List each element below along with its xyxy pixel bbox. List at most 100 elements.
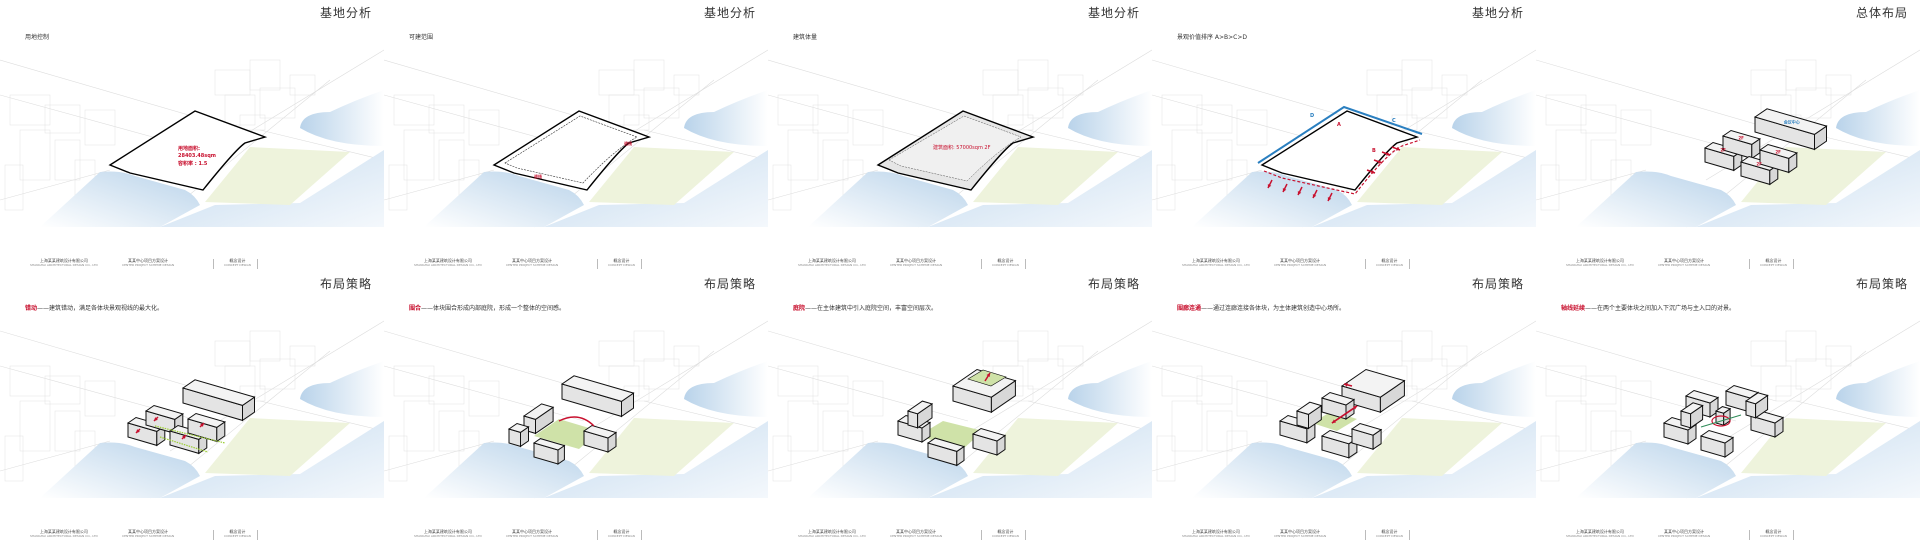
context-building <box>44 375 81 405</box>
building-mass <box>1340 368 1406 414</box>
footer-text: SHANGHAI ARCHITECTURAL DESIGN CO., LTD <box>798 534 866 538</box>
context-building <box>643 87 680 119</box>
footer-text: SHANGHAI ARCHITECTURAL DESIGN CO., LTD <box>1182 263 1250 267</box>
site-axonometric <box>1536 320 1920 499</box>
context-building <box>428 104 465 134</box>
site-axonometric <box>0 320 384 499</box>
context-building <box>772 435 792 482</box>
caption-text: ——在主体建筑中引入庭院空间，丰富空间层次。 <box>805 305 938 312</box>
context-building <box>852 380 884 417</box>
diagram-panel: 布局策略 围合——体块围合形成内部庭院，形成一个整体的空间感。 上海某某建筑设计… <box>384 271 768 542</box>
water-body <box>928 150 1152 227</box>
road-line <box>768 365 969 422</box>
context-building <box>1171 400 1203 452</box>
site-boundary <box>108 110 268 191</box>
context-building <box>1366 340 1403 367</box>
building-mass <box>1679 402 1704 429</box>
footer-divider <box>213 530 214 540</box>
footer-divider <box>1409 259 1410 269</box>
main-building-mass <box>1753 108 1828 151</box>
water-body <box>1192 171 1352 227</box>
site-axonometric: 建筑面积: 57000sqm 2F <box>768 49 1152 228</box>
footer-text: 概念设计 <box>613 258 630 263</box>
context-building <box>259 87 296 119</box>
caption-text: 用地控制 <box>25 34 50 41</box>
footer-text: CENTER PROJECT SCHEME DESIGN <box>1658 263 1711 267</box>
building-roof <box>1340 368 1406 398</box>
panel-caption: 围廊连通——通过连廊连接各体块，为主体建筑创造中心场所。 <box>1177 303 1345 312</box>
diagram-panel: 布局策略 轴线延续——在两个主要体块之间加入下沉广场与主入口的对景。 上海某某建… <box>1536 271 1920 542</box>
footer-text: 上海某某建筑设计有限公司 <box>807 529 856 534</box>
building-mass <box>560 375 635 418</box>
panel-caption: 围合——体块围合形成内部庭院，形成一个整体的空间感。 <box>409 303 565 312</box>
panel-title: 基地分析 <box>703 6 756 20</box>
building-roof <box>186 412 226 428</box>
context-building <box>1545 94 1587 126</box>
context-building <box>777 94 819 126</box>
building-mass <box>144 404 184 435</box>
road-line <box>1027 400 1152 432</box>
axis-ring-icon <box>1711 415 1731 427</box>
road-line <box>384 365 585 422</box>
footer-text: 上海某某建筑设计有限公司 <box>39 258 88 263</box>
building-roof <box>1714 406 1732 414</box>
footer-divider <box>1793 259 1794 269</box>
footer-divider <box>257 259 258 269</box>
road-line <box>259 129 384 161</box>
footer-divider <box>641 530 642 540</box>
footer-text: SHANGHAI ARCHITECTURAL DESIGN CO., LTD <box>30 534 98 538</box>
footer-text: 上海某某建筑设计有限公司 <box>423 529 472 534</box>
arrowhead-icon <box>200 423 204 427</box>
context-building <box>249 330 281 362</box>
building-mass <box>1744 392 1769 419</box>
footer-text: CONCEPT DESIGN <box>224 263 251 267</box>
context-building <box>19 400 51 452</box>
setback-line <box>504 115 638 184</box>
footer-text: SHANGHAI ARCHITECTURAL DESIGN CO., LTD <box>798 263 866 267</box>
context-building <box>673 345 700 367</box>
building-roof <box>560 375 635 402</box>
lake <box>300 361 384 417</box>
footer-text: SHANGHAI ARCHITECTURAL DESIGN CO., LTD <box>414 263 482 267</box>
building-tag: 2F <box>1756 161 1762 166</box>
lake <box>300 90 384 146</box>
footer-text: 上海某某建筑设计有限公司 <box>1191 258 1240 263</box>
footer-text: CENTER PROJECT SCHEME DESIGN <box>122 534 175 538</box>
arrowhead-icon <box>136 429 140 433</box>
park-area <box>973 418 1118 476</box>
enclosure-arrow-icon <box>558 416 595 427</box>
caption-keyword: 轴线延续 <box>1561 305 1586 312</box>
panel-caption: 庭院——在主体建筑中引入庭院空间，丰富空间层次。 <box>793 303 937 312</box>
context-building <box>1411 358 1448 390</box>
footer-text: 某某中心项目方案设计 <box>1280 529 1321 534</box>
building-roof <box>1679 402 1704 415</box>
context-building <box>633 330 665 362</box>
road-line <box>1027 129 1152 161</box>
site-boundary <box>492 110 652 191</box>
footer-text: CENTER PROJECT SCHEME DESIGN <box>890 263 943 267</box>
building-mass <box>1749 409 1785 438</box>
water-body <box>808 171 968 227</box>
context-building <box>1057 74 1084 96</box>
context-building <box>388 164 408 211</box>
building-roof <box>522 403 555 420</box>
panel-caption: 可建范围 <box>409 32 433 41</box>
footer-divider <box>1749 259 1750 269</box>
footer-text: CONCEPT DESIGN <box>1760 534 1787 538</box>
arrowhead-icon <box>1378 159 1382 164</box>
building-roof <box>1699 429 1735 444</box>
panel-caption: 错动——建筑错动，满足各体块景观视线的最大化。 <box>25 303 163 312</box>
context-building <box>1545 365 1587 397</box>
footer-text: CONCEPT DESIGN <box>1760 263 1787 267</box>
lake <box>1068 90 1152 146</box>
footer-text: CONCEPT DESIGN <box>608 534 635 538</box>
road-line <box>0 169 111 201</box>
